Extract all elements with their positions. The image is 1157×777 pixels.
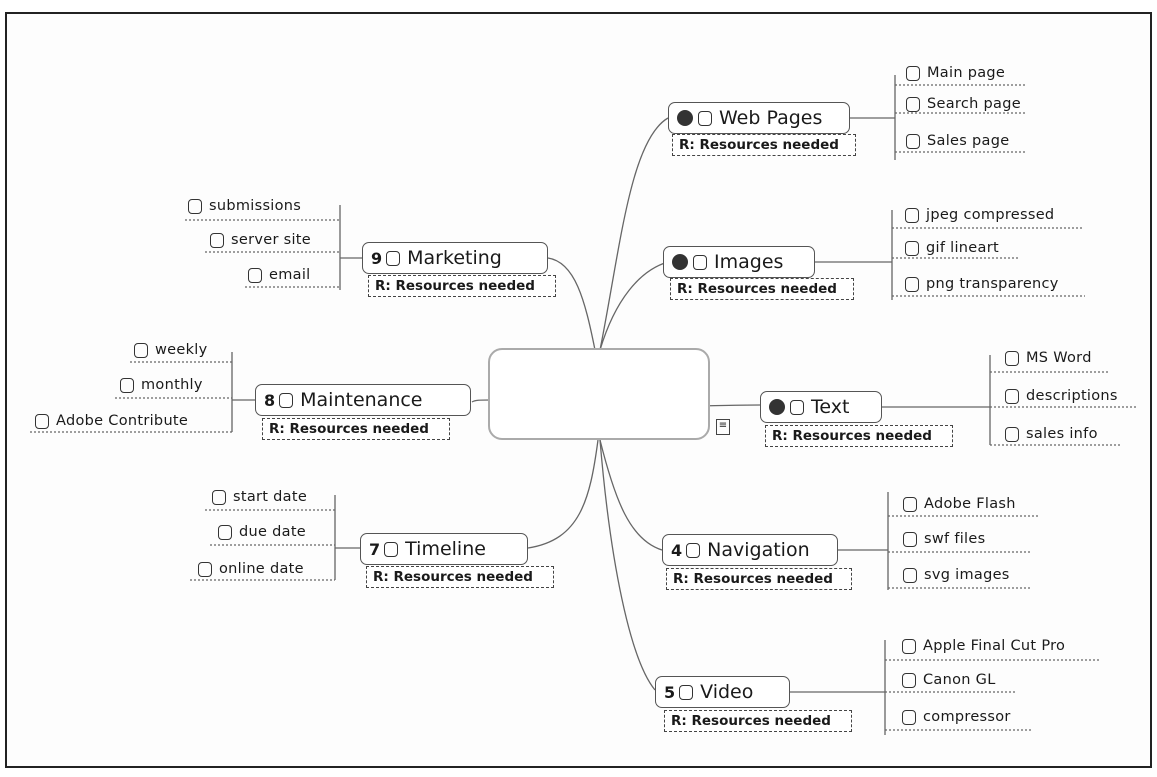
- topic-label: Images: [714, 251, 784, 273]
- subtopic[interactable]: descriptions: [1005, 388, 1118, 404]
- topic-marketing[interactable]: 9 Marketing: [362, 242, 548, 274]
- checkbox-icon[interactable]: [212, 489, 226, 505]
- subtopic[interactable]: Adobe Flash: [903, 496, 1016, 512]
- subtopic[interactable]: Search page: [906, 96, 1021, 112]
- subtopic[interactable]: gif lineart: [905, 240, 999, 256]
- topic-label: Marketing: [407, 247, 502, 269]
- topic-label: Text: [811, 396, 850, 418]
- checkbox-icon[interactable]: [903, 567, 917, 583]
- topic-video[interactable]: 5 Video: [655, 676, 790, 708]
- subtopic[interactable]: MS Word: [1005, 350, 1092, 366]
- checkbox-icon[interactable]: [279, 392, 294, 408]
- subtopic[interactable]: weekly: [134, 342, 208, 358]
- checkbox-icon[interactable]: [386, 250, 401, 266]
- subtopic[interactable]: server site: [210, 232, 311, 248]
- subtopic[interactable]: email: [248, 267, 311, 283]
- resources-note[interactable]: R: Resources needed: [262, 418, 450, 440]
- subtopic[interactable]: Main page: [906, 65, 1005, 81]
- subtopic[interactable]: jpeg compressed: [905, 207, 1054, 223]
- checkbox-icon[interactable]: [120, 377, 134, 393]
- subtopic[interactable]: sales info: [1005, 426, 1098, 442]
- subtopic[interactable]: Sales page: [906, 133, 1009, 149]
- topic-label: Web Pages: [719, 107, 823, 129]
- checkbox-icon[interactable]: [188, 198, 202, 214]
- checkbox-icon[interactable]: [384, 541, 399, 557]
- subtopic[interactable]: Canon GL: [902, 672, 996, 688]
- checkbox-icon[interactable]: [902, 709, 916, 725]
- checkbox-icon[interactable]: [905, 276, 919, 292]
- checkbox-icon[interactable]: [905, 207, 919, 223]
- topic-label: Maintenance: [300, 389, 423, 411]
- priority-badge-icon: [677, 110, 693, 126]
- central-topic[interactable]: [488, 348, 710, 440]
- subtopic[interactable]: compressor: [902, 709, 1011, 725]
- resources-note[interactable]: R: Resources needed: [672, 134, 856, 156]
- checkbox-icon[interactable]: [210, 232, 224, 248]
- checkbox-icon[interactable]: [134, 342, 148, 358]
- checkbox-icon[interactable]: [686, 542, 701, 558]
- topic-text[interactable]: Text: [760, 391, 882, 423]
- subtopic[interactable]: Adobe Contribute: [35, 413, 188, 429]
- topic-maintenance[interactable]: 8 Maintenance: [255, 384, 471, 416]
- resources-note[interactable]: R: Resources needed: [666, 568, 852, 590]
- resources-note[interactable]: R: Resources needed: [664, 710, 852, 732]
- subtopic[interactable]: swf files: [903, 531, 985, 547]
- subtopic[interactable]: monthly: [120, 377, 203, 393]
- subtopic[interactable]: due date: [218, 524, 306, 540]
- subtopic[interactable]: online date: [198, 561, 304, 577]
- checkbox-icon[interactable]: [693, 254, 707, 270]
- resources-note[interactable]: R: Resources needed: [765, 425, 953, 447]
- subtopic[interactable]: png transparency: [905, 276, 1059, 292]
- checkbox-icon[interactable]: [902, 672, 916, 688]
- checkbox-icon[interactable]: [906, 65, 920, 81]
- checkbox-icon[interactable]: [903, 531, 917, 547]
- checkbox-icon[interactable]: [198, 561, 212, 577]
- subtopic[interactable]: svg images: [903, 567, 1010, 583]
- topic-web-pages[interactable]: Web Pages: [668, 102, 850, 134]
- checkbox-icon[interactable]: [902, 638, 916, 654]
- topic-images[interactable]: Images: [663, 246, 815, 278]
- checkbox-icon[interactable]: [1005, 350, 1019, 366]
- checkbox-icon[interactable]: [906, 96, 920, 112]
- resources-note[interactable]: R: Resources needed: [366, 566, 554, 588]
- checkbox-icon[interactable]: [903, 496, 917, 512]
- checkbox-icon[interactable]: [248, 267, 262, 283]
- subtopic[interactable]: submissions: [188, 198, 301, 214]
- priority-badge-icon: [672, 254, 688, 270]
- checkbox-icon[interactable]: [905, 240, 919, 256]
- topic-timeline[interactable]: 7 Timeline: [360, 533, 528, 565]
- note-icon[interactable]: ≡: [716, 419, 730, 435]
- checkbox-icon[interactable]: [1005, 426, 1019, 442]
- subtopic[interactable]: start date: [212, 489, 307, 505]
- subtopic[interactable]: Apple Final Cut Pro: [902, 638, 1065, 654]
- priority-badge-icon: [769, 399, 785, 415]
- topic-label: Timeline: [405, 538, 486, 560]
- checkbox-icon[interactable]: [698, 110, 712, 126]
- checkbox-icon[interactable]: [790, 399, 804, 415]
- checkbox-icon[interactable]: [1005, 388, 1019, 404]
- topic-label: Video: [700, 681, 754, 703]
- checkbox-icon[interactable]: [679, 684, 694, 700]
- topic-navigation[interactable]: 4 Navigation: [662, 534, 838, 566]
- checkbox-icon[interactable]: [906, 133, 920, 149]
- checkbox-icon[interactable]: [218, 524, 232, 540]
- resources-note[interactable]: R: Resources needed: [670, 278, 854, 300]
- topic-label: Navigation: [707, 539, 810, 561]
- resources-note[interactable]: R: Resources needed: [368, 275, 556, 297]
- checkbox-icon[interactable]: [35, 413, 49, 429]
